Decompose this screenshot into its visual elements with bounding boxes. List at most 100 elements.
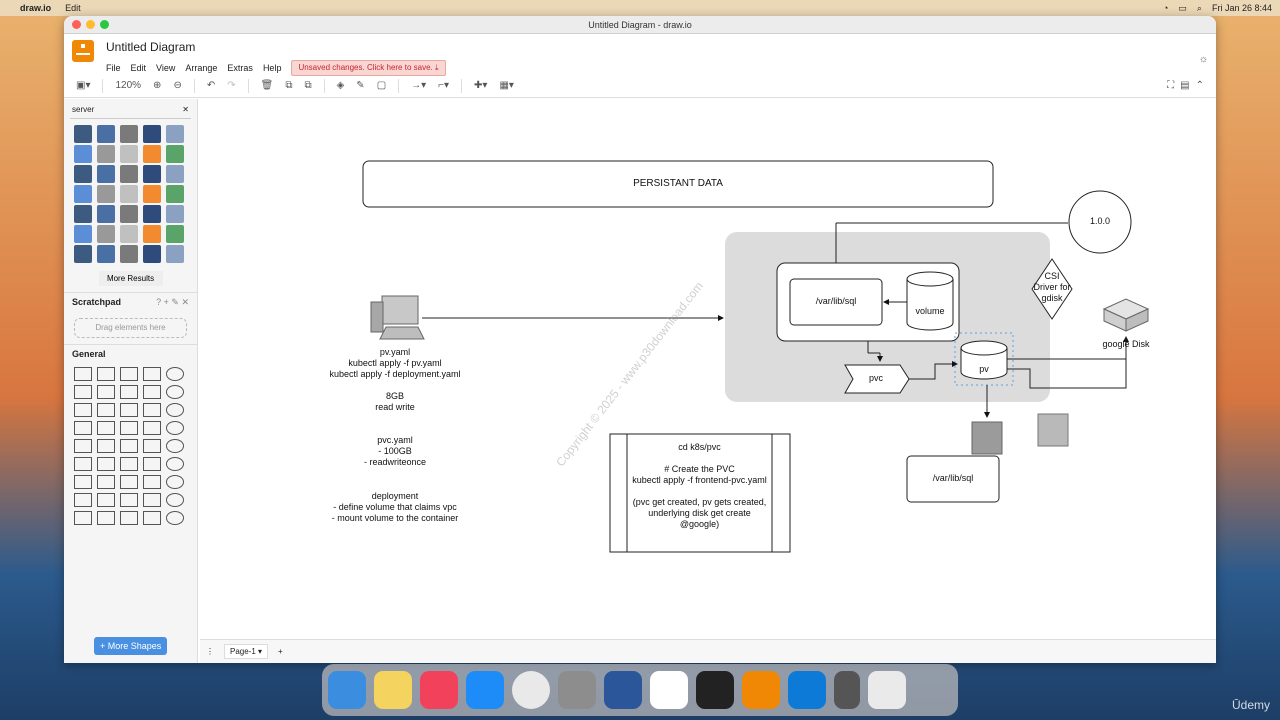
- shadow-icon[interactable]: ▢: [376, 80, 387, 91]
- zoom-in-icon[interactable]: ⊕: [153, 80, 162, 91]
- general-shape-thumbnail[interactable]: [142, 403, 161, 417]
- general-shape-thumbnail[interactable]: [96, 475, 115, 489]
- server-shape-thumbnail[interactable]: [74, 165, 92, 183]
- collapse-icon[interactable]: ⌃: [1195, 80, 1204, 91]
- server-shape-thumbnail[interactable]: [74, 145, 92, 163]
- general-section-header[interactable]: General: [64, 344, 197, 363]
- server-shape-thumbnail[interactable]: [143, 185, 161, 203]
- general-shape-thumbnail[interactable]: [142, 457, 161, 471]
- unsaved-changes-button[interactable]: Unsaved changes. Click here to save. ⤓: [291, 60, 446, 76]
- server-shape-thumbnail[interactable]: [143, 205, 161, 223]
- server-shape-thumbnail[interactable]: [97, 145, 115, 163]
- general-shape-thumbnail[interactable]: [119, 367, 138, 381]
- to-back-icon[interactable]: ⧉: [304, 80, 312, 91]
- general-shape-thumbnail[interactable]: [165, 493, 184, 507]
- general-shape-thumbnail[interactable]: [165, 439, 184, 453]
- general-shape-thumbnail[interactable]: [142, 421, 161, 435]
- clear-search-icon[interactable]: ✕: [182, 105, 189, 114]
- terminal-icon[interactable]: [696, 671, 734, 709]
- server-shape-thumbnail[interactable]: [74, 125, 92, 143]
- general-shape-thumbnail[interactable]: [96, 385, 115, 399]
- server-shape-thumbnail[interactable]: [97, 245, 115, 263]
- pvc-shape[interactable]: [844, 364, 910, 394]
- pv-cylinder-shape[interactable]: [960, 348, 1008, 380]
- fill-color-icon[interactable]: ◈: [336, 80, 345, 91]
- server-shape-thumbnail[interactable]: [166, 185, 184, 203]
- scratchpad-header[interactable]: Scratchpad ? + ✎ ✕: [64, 292, 197, 312]
- general-shape-thumbnail[interactable]: [96, 457, 115, 471]
- server-shape-thumbnail[interactable]: [97, 125, 115, 143]
- server-shape-thumbnail[interactable]: [143, 125, 161, 143]
- general-shape-thumbnail[interactable]: [73, 367, 92, 381]
- general-shape-thumbnail[interactable]: [165, 475, 184, 489]
- app-store-icon[interactable]: [466, 671, 504, 709]
- general-shape-thumbnail[interactable]: [165, 385, 184, 399]
- general-shape-thumbnail[interactable]: [73, 475, 92, 489]
- server-shape-thumbnail[interactable]: [120, 245, 138, 263]
- server-shape-thumbnail[interactable]: [120, 125, 138, 143]
- menubar-app-name[interactable]: draw.io: [20, 3, 52, 13]
- server-shape-thumbnail[interactable]: [143, 145, 161, 163]
- zoom-select[interactable]: 120%: [115, 80, 142, 91]
- grammarly-icon[interactable]: [650, 671, 688, 709]
- server-shape-thumbnail[interactable]: [97, 225, 115, 243]
- undo-icon[interactable]: ↶: [206, 80, 216, 91]
- server-shape-thumbnail[interactable]: [120, 145, 138, 163]
- server-shape-thumbnail[interactable]: [74, 185, 92, 203]
- insert-icon[interactable]: ✚▾: [474, 80, 488, 91]
- server-icon[interactable]: [971, 421, 1003, 455]
- notes-icon[interactable]: [374, 671, 412, 709]
- general-shape-thumbnail[interactable]: [96, 421, 115, 435]
- system-settings-icon[interactable]: [558, 671, 596, 709]
- vscode-icon[interactable]: [788, 671, 826, 709]
- search-icon[interactable]: ⌕: [1196, 2, 1202, 13]
- code-box-shape[interactable]: [609, 433, 791, 553]
- minimize-window-button[interactable]: [86, 20, 95, 29]
- server-shape-thumbnail[interactable]: [166, 245, 184, 263]
- pc-icon[interactable]: [381, 295, 419, 325]
- general-shape-thumbnail[interactable]: [73, 403, 92, 417]
- word-icon[interactable]: [604, 671, 642, 709]
- general-shape-thumbnail[interactable]: [165, 403, 184, 417]
- general-shape-thumbnail[interactable]: [73, 493, 92, 507]
- general-shape-thumbnail[interactable]: [73, 457, 92, 471]
- varlib-outer-shape[interactable]: [906, 455, 1000, 503]
- general-shape-thumbnail[interactable]: [142, 475, 161, 489]
- scratchpad-dropzone[interactable]: Drag elements here: [74, 318, 187, 338]
- server-shape-thumbnail[interactable]: [97, 185, 115, 203]
- theme-icon[interactable]: ☼: [1198, 54, 1208, 65]
- general-shape-thumbnail[interactable]: [142, 385, 161, 399]
- waypoints-icon[interactable]: ⌐▾: [438, 80, 450, 91]
- menu-edit[interactable]: Edit: [130, 63, 147, 73]
- delete-icon[interactable]: 🗑: [260, 80, 274, 91]
- general-shape-thumbnail[interactable]: [96, 439, 115, 453]
- close-window-button[interactable]: [72, 20, 81, 29]
- server-shape-thumbnail[interactable]: [166, 145, 184, 163]
- general-shape-thumbnail[interactable]: [165, 511, 184, 525]
- general-shape-thumbnail[interactable]: [165, 457, 184, 471]
- fullscreen-icon[interactable]: ⛶: [1167, 80, 1175, 91]
- server-shape-thumbnail[interactable]: [166, 205, 184, 223]
- scratchpad-actions-icon[interactable]: ? + ✎ ✕: [156, 297, 189, 307]
- to-front-icon[interactable]: ⧉: [285, 80, 293, 91]
- wifi-icon[interactable]: ◔: [1162, 3, 1169, 13]
- server-shape-thumbnail[interactable]: [166, 225, 184, 243]
- general-shape-thumbnail[interactable]: [142, 367, 161, 381]
- volume-cylinder-shape[interactable]: [906, 279, 954, 331]
- battery-icon[interactable]: ▭: [1178, 2, 1187, 13]
- version-circle-shape[interactable]: [1068, 190, 1132, 254]
- zoom-window-button[interactable]: [100, 20, 109, 29]
- server-shape-thumbnail[interactable]: [120, 185, 138, 203]
- general-shape-thumbnail[interactable]: [119, 439, 138, 453]
- general-shape-thumbnail[interactable]: [119, 457, 138, 471]
- pages-menu-icon[interactable]: ⋮: [206, 647, 214, 656]
- connection-icon[interactable]: →▾: [411, 80, 427, 91]
- general-shape-thumbnail[interactable]: [165, 421, 184, 435]
- finder-icon[interactable]: [328, 671, 366, 709]
- format-panel-icon[interactable]: ▣▾: [76, 80, 91, 91]
- server-shape-thumbnail[interactable]: [143, 225, 161, 243]
- general-shape-thumbnail[interactable]: [96, 403, 115, 417]
- chrome-icon[interactable]: [512, 671, 550, 709]
- server-shape-thumbnail[interactable]: [166, 165, 184, 183]
- drawio-icon[interactable]: [742, 671, 780, 709]
